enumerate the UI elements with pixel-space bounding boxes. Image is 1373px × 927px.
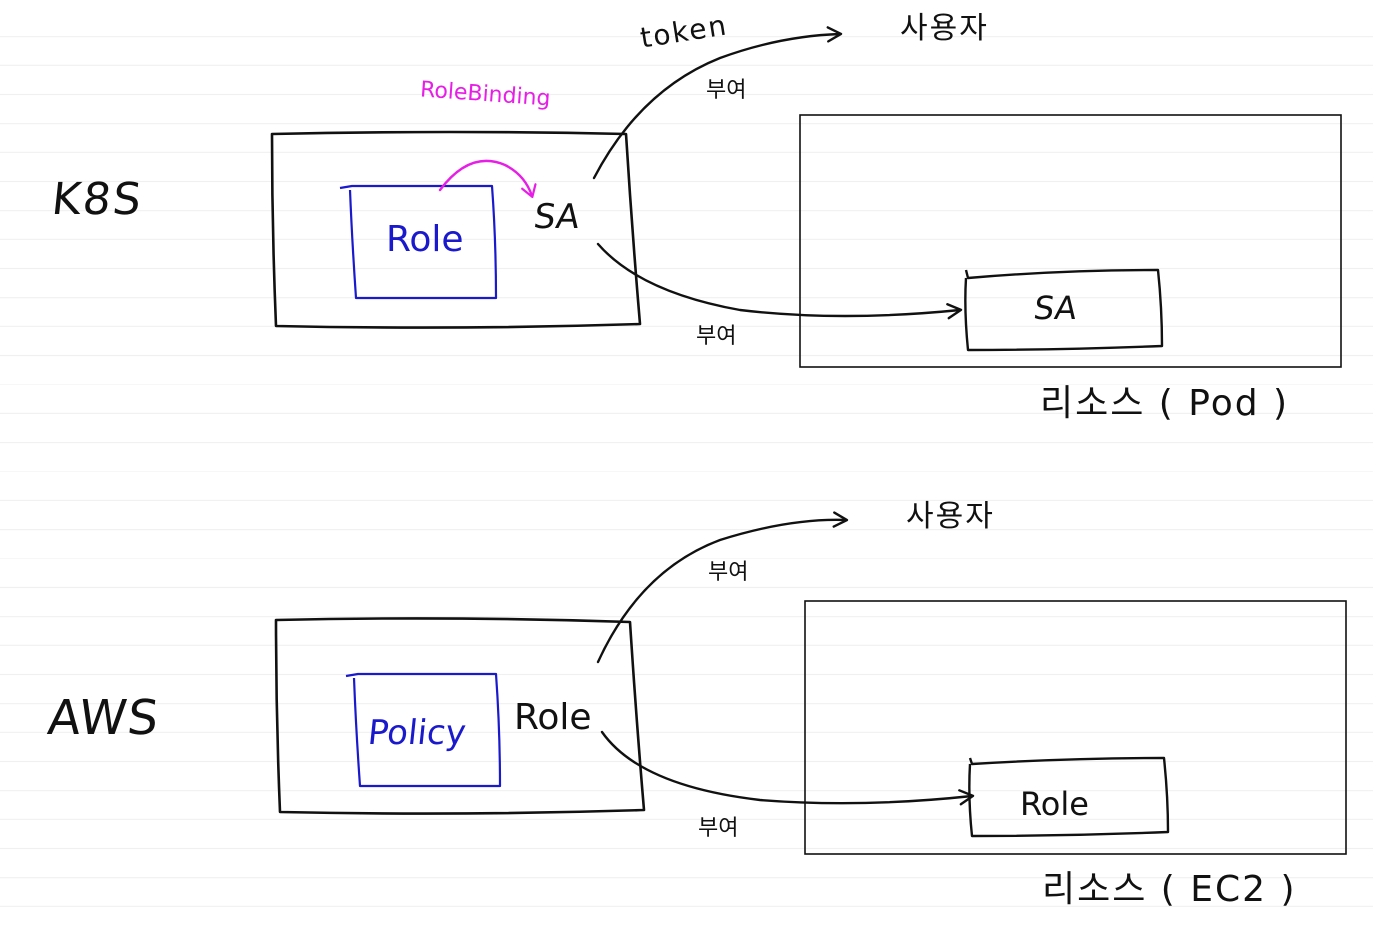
k8s-pod-resource-box: [799, 114, 1342, 368]
k8s-resource-arrow: [596, 242, 963, 320]
aws-grant-resource-label: 부여: [698, 816, 739, 841]
k8s-pod-sa-label: SA: [1031, 289, 1080, 327]
aws-resource-label: 리소스 ( EC2 ): [1042, 869, 1297, 910]
aws-user-label: 사용자: [906, 499, 995, 534]
aws-grant-user-label: 부여: [708, 560, 749, 585]
k8s-service-account-label: SA: [531, 197, 583, 237]
aws-ec2-role-box: [968, 756, 1170, 838]
k8s-grant-resource-label: 부여: [696, 324, 737, 349]
aws-account-box: [274, 617, 646, 815]
rolebinding-arrow: [438, 159, 537, 199]
k8s-cluster-box: [270, 130, 642, 329]
k8s-token-arrow: [592, 26, 843, 180]
aws-resource-arrow: [600, 730, 975, 806]
aws-user-arrow: [596, 511, 849, 664]
aws-policy-box: [345, 672, 502, 788]
k8s-user-label: 사용자: [900, 11, 989, 46]
aws-ec2-resource-box: [804, 600, 1347, 855]
aws-ec2-role-label: Role: [1020, 785, 1089, 823]
k8s-role-label: Role: [386, 219, 464, 260]
k8s-grant-user-label: 부여: [706, 78, 747, 103]
k8s-role-box: [339, 184, 498, 300]
k8s-resource-label: 리소스 ( Pod ): [1040, 383, 1290, 424]
aws-section-label: AWS: [45, 690, 163, 746]
k8s-pod-sa-box: [964, 268, 1164, 352]
k8s-section-label: K8S: [49, 174, 146, 225]
aws-policy-label: Policy: [365, 713, 468, 753]
aws-role-label: Role: [514, 697, 592, 738]
